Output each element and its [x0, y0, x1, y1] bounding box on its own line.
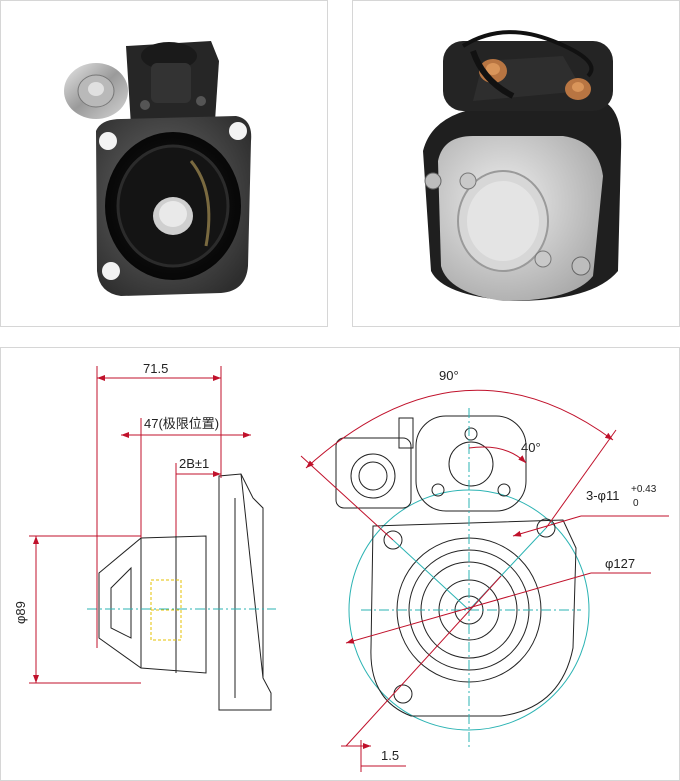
- pinion-position-label: 47(极限位置): [144, 416, 219, 431]
- photo-rear-view: [352, 0, 680, 327]
- photo-front-view: [0, 0, 328, 327]
- body-diameter-label: φ89: [13, 601, 28, 624]
- mount-holes-label: 3-φ11: [586, 488, 619, 503]
- dim-small-offset: 1.5: [341, 575, 502, 772]
- technical-drawing: 71.5 47(极限位置) 2B±1 φ89: [0, 347, 680, 781]
- front-view: [335, 408, 590, 748]
- bolt-angle-label: 90°: [439, 368, 459, 383]
- offset-angle-label: 40°: [521, 440, 541, 455]
- side-view: [87, 473, 276, 711]
- small-offset-label: 1.5: [381, 748, 399, 763]
- dim-pinion-position: 47(极限位置): [121, 416, 251, 538]
- dim-body-diameter: φ89: [13, 535, 141, 684]
- overall-length-label: 71.5: [143, 361, 168, 376]
- dim-mount-holes: 3-φ11 +0.43 0: [512, 484, 669, 537]
- flange-thickness-label: 2B±1: [179, 456, 209, 471]
- dim-overall-length: 71.5: [96, 361, 222, 648]
- dim-bolt-angle: 90°: [300, 368, 617, 541]
- mount-holes-tol-upper: +0.43: [631, 484, 657, 495]
- dim-flange-thickness: 2B±1: [175, 456, 221, 536]
- bolt-circle-label: φ127: [605, 556, 635, 571]
- dimension-drawing-svg: 71.5 47(极限位置) 2B±1 φ89: [13, 361, 669, 772]
- dim-offset-angle: 40°: [468, 440, 541, 464]
- dim-bolt-circle: φ127: [345, 556, 651, 644]
- mount-holes-tol-lower: 0: [633, 498, 639, 509]
- starter-motor-rear-image: [423, 30, 622, 301]
- starter-motor-front-image: [64, 41, 252, 296]
